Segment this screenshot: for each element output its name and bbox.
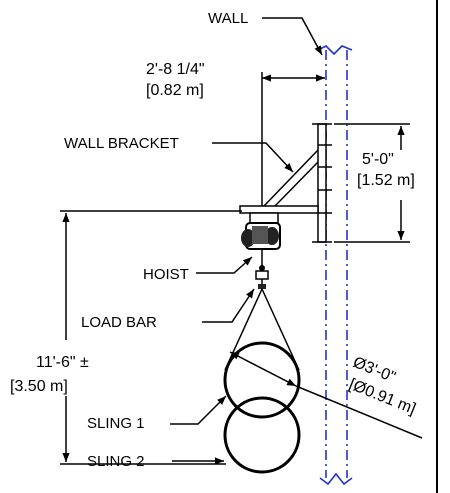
sling-1-label: SLING 1 (87, 415, 145, 432)
wall-bracket (239, 123, 332, 243)
sling-1-leader (170, 395, 227, 425)
bracket-offset-imperial: 2'-8 1/4" (146, 61, 205, 78)
load-bar-label: LOAD BAR (81, 314, 157, 331)
total-height-imperial: 11'-6" ± (36, 354, 89, 371)
bracket-height-metric: [1.52 m] (357, 172, 415, 189)
wall-label: WALL (208, 10, 248, 27)
hoist (241, 212, 281, 271)
bracket-height-imperial: 5'-0" (362, 151, 394, 168)
diameter-dimension-line (229, 351, 297, 387)
hoist-leader (196, 256, 253, 274)
diameter-leader (295, 385, 423, 439)
load-bar-leader (202, 288, 255, 323)
sling-2-label: SLING 2 (87, 453, 145, 470)
bracket-offset-metric: [0.82 m] (146, 82, 204, 99)
total-height-metric: [3.50 m] (10, 378, 68, 395)
wall-bracket-leader (212, 142, 294, 173)
wall-bracket-label: WALL BRACKET (64, 135, 179, 152)
load-bar (255, 270, 269, 289)
wall-leader (262, 17, 323, 56)
hoist-label: HOIST (143, 266, 189, 283)
wall-lines (317, 45, 353, 486)
